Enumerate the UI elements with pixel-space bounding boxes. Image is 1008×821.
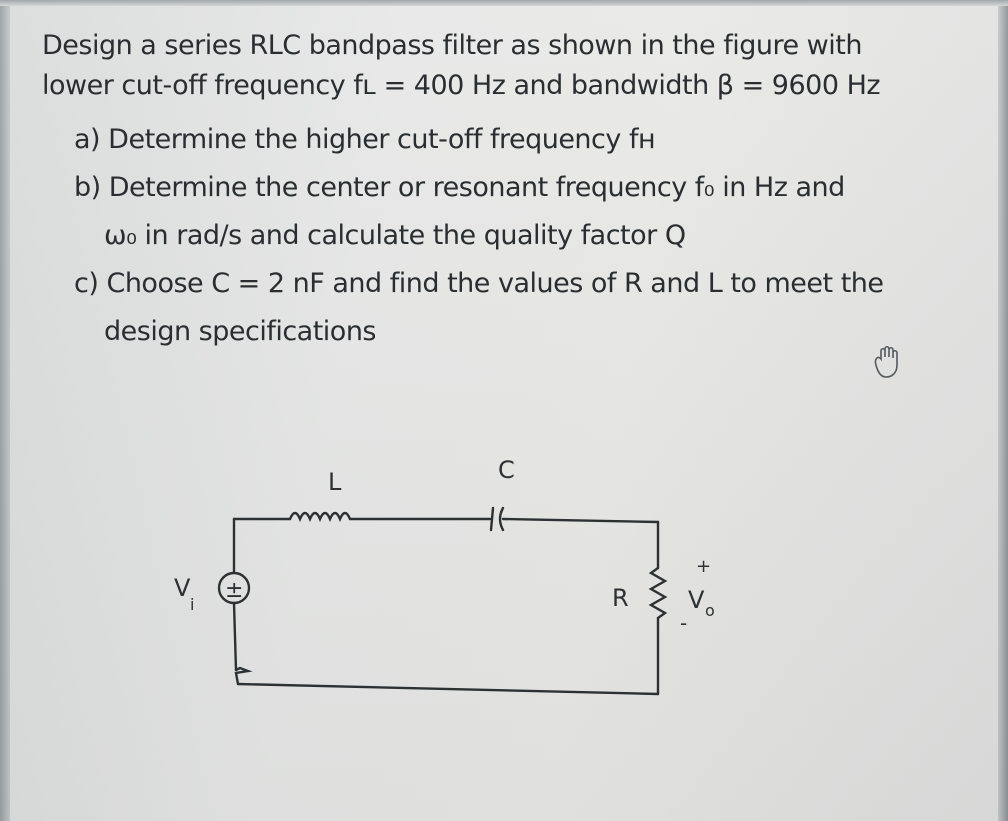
part-a: a) Determine the higher cut-off frequenc… [74,124,656,155]
output-voltage-subscript: o [705,601,715,620]
monitor-left-edge [0,0,10,821]
monitor-top-edge [0,0,1008,6]
problem-statement: Design a series RLC bandpass filter as s… [42,22,922,356]
hand-pointer-icon [874,345,898,378]
wire-bottom-left-corner [234,666,253,686]
intro-line-2: lower cut-off frequency fʟ = 400 Hz and … [42,70,881,101]
part-c-line-2: design specifications [104,316,377,347]
part-b-line-2: ω₀ in rad/s and calculate the quality fa… [104,220,686,251]
part-c-line-1: c) Choose C = 2 nF and find the values o… [74,268,884,299]
input-voltage-label: V [174,574,191,602]
inductor-label: L [328,468,342,496]
monitor-right-edge [998,0,1008,821]
resistor-label: R [612,584,629,612]
resistor-zigzag [648,566,668,620]
input-voltage-subscript: i [190,595,194,614]
output-minus-sign: - [680,611,687,635]
output-plus-sign: + [696,556,711,577]
source-polarity-symbol: ± [225,578,243,603]
capacitor-label: C [498,456,515,484]
capacitor-plate-right [498,506,505,532]
part-b-line-1: b) Determine the center or resonant freq… [74,172,845,203]
output-voltage-label: V [688,586,705,614]
capacitor-plate-left [489,506,495,532]
wire-left-lower [232,601,238,672]
inductor-coil [288,511,352,523]
wire-bottom [236,682,660,696]
wire-top-right [501,517,660,524]
intro-line-1: Design a series RLC bandpass filter as s… [42,30,862,61]
rlc-circuit-diagram: L C R ± V i + V o - [174,456,715,696]
